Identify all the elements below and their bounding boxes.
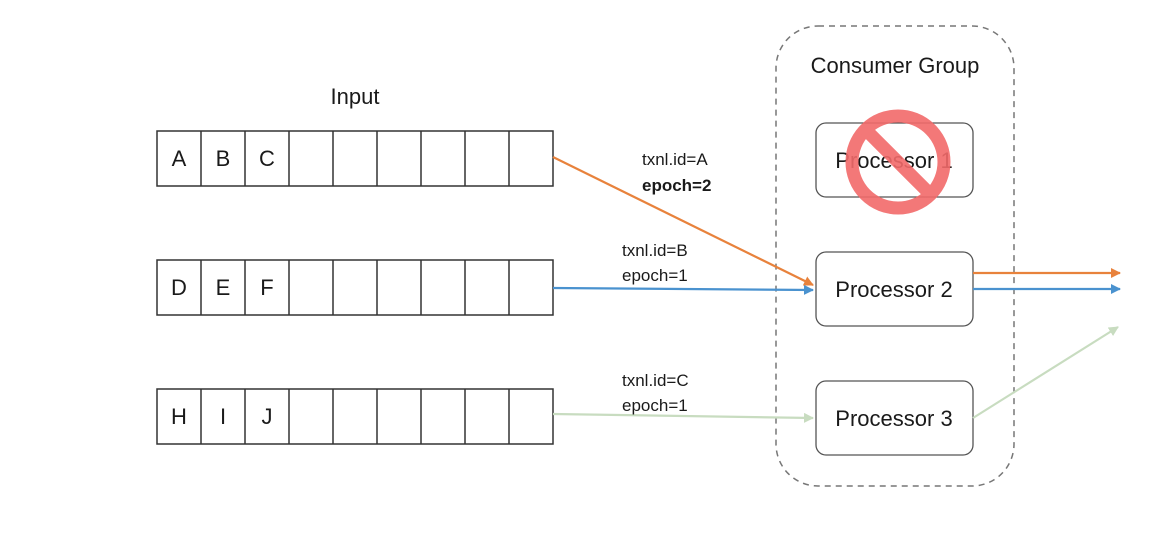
processor-3: Processor 3 bbox=[815, 380, 974, 456]
queue-cell: H bbox=[171, 404, 187, 429]
queue-frame bbox=[156, 259, 554, 316]
flow-arrow-c-out bbox=[972, 326, 1119, 419]
prohibited-icon bbox=[845, 109, 951, 215]
queue-cell: I bbox=[220, 404, 226, 429]
consumer-group-title: Consumer Group bbox=[811, 53, 980, 78]
flow-arrow-b-in bbox=[552, 284, 814, 295]
queue-cell: D bbox=[171, 275, 187, 300]
flow-c-epoch-label: epoch=1 bbox=[622, 396, 688, 415]
flow-c-txn-label: txnl.id=C bbox=[622, 371, 689, 390]
queue-frame bbox=[156, 388, 554, 445]
queue-cell: J bbox=[262, 404, 273, 429]
queue-cell: E bbox=[216, 275, 231, 300]
queue-frame bbox=[156, 130, 554, 187]
processor-1: Processor 1 bbox=[815, 109, 974, 215]
processor-label: Processor 3 bbox=[835, 406, 952, 431]
processor-2: Processor 2 bbox=[815, 251, 974, 327]
input-queue-1: A B C bbox=[156, 130, 554, 187]
input-title: Input bbox=[331, 84, 380, 109]
flow-a-txn-label: txnl.id=A bbox=[642, 150, 708, 169]
flow-arrow-c-in bbox=[552, 412, 814, 423]
flow-b-epoch-label: epoch=1 bbox=[622, 266, 688, 285]
input-queue-2: D E F bbox=[156, 259, 554, 316]
flow-b-txn-label: txnl.id=B bbox=[622, 241, 688, 260]
consumer-group-border bbox=[775, 25, 1015, 487]
queue-cell: F bbox=[260, 275, 273, 300]
processor-label: Processor 2 bbox=[835, 277, 952, 302]
queue-cell: B bbox=[216, 146, 231, 171]
input-queue-3: H I J bbox=[156, 388, 554, 445]
flow-arrow-a-in bbox=[552, 156, 814, 286]
queue-cell: C bbox=[259, 146, 275, 171]
queue-cell: A bbox=[172, 146, 187, 171]
flow-a-epoch-label: epoch=2 bbox=[642, 176, 711, 195]
